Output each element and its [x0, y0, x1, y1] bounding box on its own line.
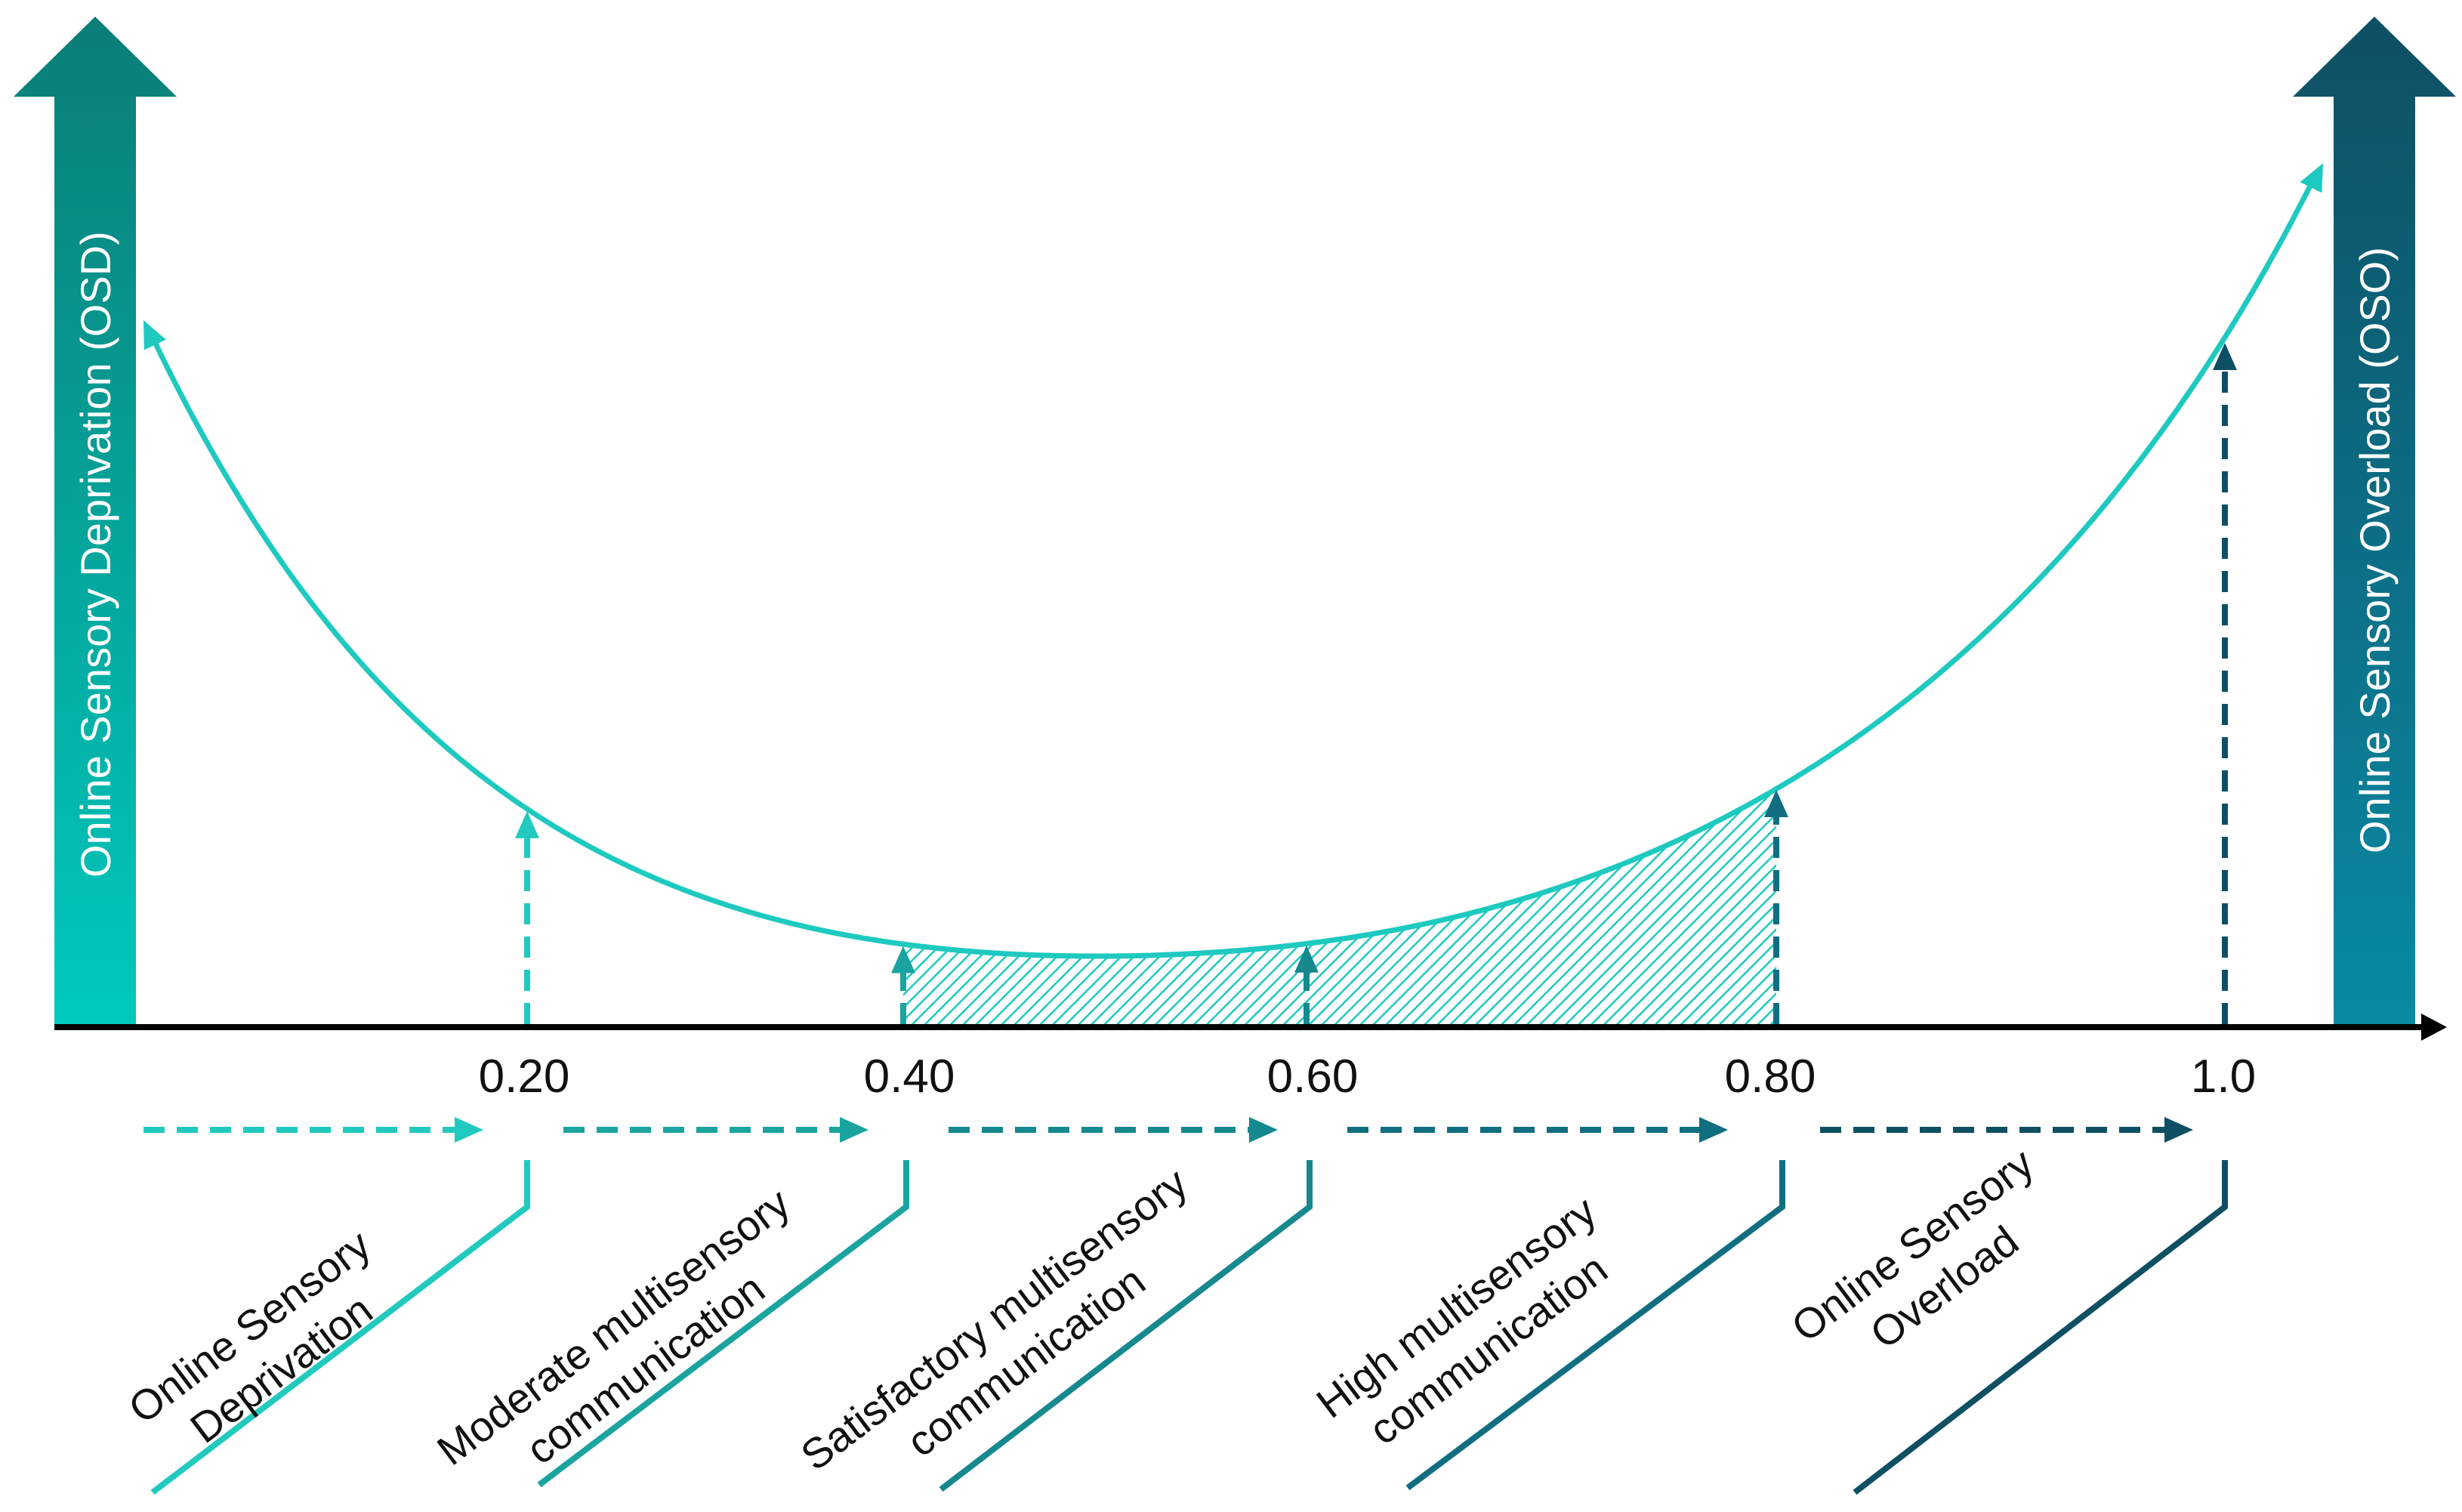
tick-label-0-60: 0.60	[1267, 1051, 1359, 1103]
tick-label-0-40: 0.40	[864, 1051, 955, 1103]
left-big-arrow-label: Online Sensory Deprivation (OSD)	[72, 231, 119, 878]
category-brackets	[150, 1160, 2228, 1495]
horizontal-arrow-3-head	[1249, 1117, 1278, 1143]
u-curve-right-arrowhead	[2300, 163, 2323, 193]
vertical-arrow-2-head	[891, 946, 915, 974]
x-axis-arrowhead	[2421, 1014, 2447, 1041]
category-label-3: Satisfactory multisensory communication	[792, 1159, 1196, 1480]
category-label-1: Online Sensory Deprivation	[119, 1220, 381, 1452]
category-label-3-line1: Satisfactory multisensory	[792, 1159, 1196, 1480]
category-bracket-1	[150, 1160, 530, 1495]
right-big-arrow: Online Sensory Overload (OSO)	[2293, 17, 2456, 1024]
vertical-arrows	[515, 343, 2237, 1024]
category-bracket-4	[1405, 1160, 1785, 1491]
left-big-arrow: Online Sensory Deprivation (OSD)	[14, 17, 177, 1024]
tick-label-0-20: 0.20	[479, 1051, 570, 1103]
category-bracket-2	[537, 1160, 909, 1488]
vertical-arrow-5-head	[2213, 343, 2237, 370]
u-curve	[145, 171, 2320, 959]
category-label-4: High multisensory communication	[1308, 1186, 1616, 1453]
horizontal-arrow-4-head	[1699, 1117, 1728, 1143]
horizontal-arrows	[143, 1117, 2193, 1143]
right-big-arrow-shape	[2293, 17, 2456, 1024]
category-bracket-3	[939, 1160, 1313, 1492]
tick-label-0-80: 0.80	[1725, 1051, 1816, 1103]
vertical-arrow-1-head	[515, 810, 539, 838]
horizontal-arrow-5-head	[2164, 1117, 2193, 1143]
vertical-arrow-4-head	[1764, 789, 1788, 817]
horizontal-arrow-2-head	[840, 1117, 868, 1143]
vertical-arrow-3-head	[1294, 945, 1319, 973]
u-curve-left-arrowhead	[143, 320, 166, 350]
right-big-arrow-label: Online Sensory Overload (OSO)	[2351, 247, 2399, 853]
category-bracket-5	[1853, 1160, 2228, 1495]
tick-label-1-0: 1.0	[2191, 1051, 2256, 1103]
shaded-optimal-area	[903, 788, 1776, 1026]
left-big-arrow-shape	[14, 17, 177, 1024]
category-label-2: Moderate multisensory communication	[428, 1179, 798, 1474]
horizontal-arrow-1-head	[455, 1117, 483, 1143]
